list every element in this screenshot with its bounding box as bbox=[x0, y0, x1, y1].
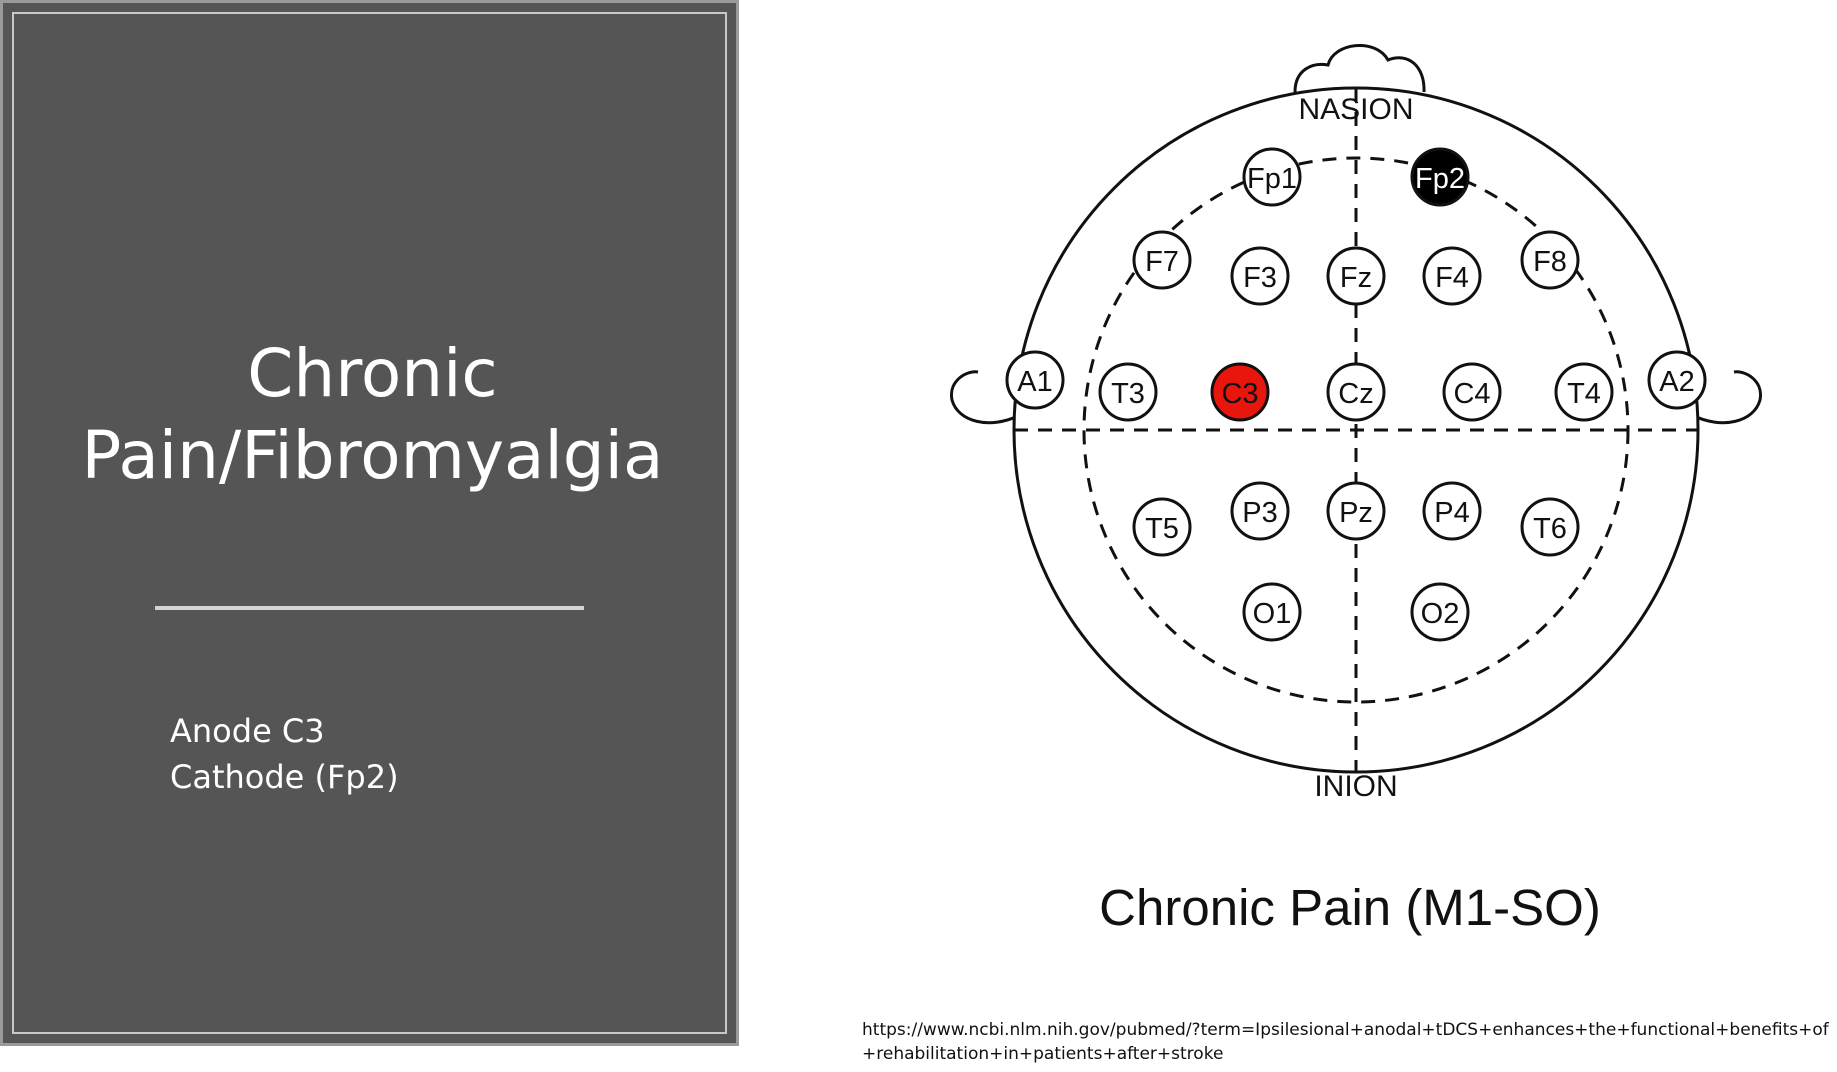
electrode-circle bbox=[1422, 246, 1482, 306]
title-divider bbox=[155, 606, 584, 610]
electrode-label: P4 bbox=[1434, 497, 1469, 529]
electrode-t6: T6 bbox=[1520, 497, 1580, 557]
panel-inner-border bbox=[12, 12, 727, 1034]
cathode-line: Cathode (Fp2) bbox=[170, 758, 399, 796]
electrode-circle bbox=[1410, 147, 1470, 207]
electrode-a1: A1 bbox=[1005, 350, 1065, 410]
electrode-f4: F4 bbox=[1422, 246, 1482, 306]
electrode-label: O1 bbox=[1253, 598, 1292, 630]
inion-label: INION bbox=[1314, 770, 1397, 803]
electrode-f3: F3 bbox=[1230, 246, 1290, 306]
electrode-circle bbox=[1242, 582, 1302, 642]
anode-line: Anode C3 bbox=[170, 712, 325, 750]
electrode-circle bbox=[1647, 350, 1707, 410]
electrode-label: A1 bbox=[1017, 366, 1052, 398]
electrode-label: C4 bbox=[1453, 378, 1490, 410]
electrode-circle bbox=[1230, 481, 1290, 541]
electrode-label: T3 bbox=[1111, 378, 1145, 410]
electrode-label: Cz bbox=[1338, 378, 1373, 410]
electrode-t4: T4 bbox=[1554, 362, 1614, 422]
electrode-circle bbox=[1410, 582, 1470, 642]
electrode-circle bbox=[1326, 246, 1386, 306]
electrode-label: Pz bbox=[1339, 497, 1373, 529]
electrode-fp2: Fp2 bbox=[1410, 147, 1470, 207]
electrode-label: T6 bbox=[1533, 513, 1567, 545]
electrode-circle bbox=[1230, 246, 1290, 306]
electrode-circle bbox=[1098, 362, 1158, 422]
electrode-f7: F7 bbox=[1132, 230, 1192, 290]
electrode-circle bbox=[1132, 230, 1192, 290]
electrode-circle bbox=[1132, 497, 1192, 557]
electrode-a2: A2 bbox=[1647, 350, 1707, 410]
electrode-fz: Fz bbox=[1326, 246, 1386, 306]
slide-title-line-1: Chronic bbox=[247, 335, 498, 412]
electrode-circle bbox=[1422, 481, 1482, 541]
electrode-circle bbox=[1005, 350, 1065, 410]
electrode-label: F7 bbox=[1145, 246, 1179, 278]
nose-outline bbox=[1293, 44, 1426, 93]
electrode-label: F4 bbox=[1435, 262, 1469, 294]
electrode-label: F3 bbox=[1243, 262, 1277, 294]
electrode-label: Fp1 bbox=[1247, 163, 1297, 195]
electrode-label: T4 bbox=[1567, 378, 1601, 410]
electrode-circle bbox=[1326, 362, 1386, 422]
diagram-caption: Chronic Pain (M1-SO) bbox=[1099, 879, 1601, 936]
electrode-label: C3 bbox=[1221, 378, 1258, 410]
electrode-label: O2 bbox=[1421, 598, 1460, 630]
source-link[interactable]: https://www.ncbi.nlm.nih.gov/pubmed/?ter… bbox=[862, 1020, 1829, 1064]
electrode-fp1: Fp1 bbox=[1242, 147, 1302, 207]
nasion-label: NASION bbox=[1298, 93, 1413, 126]
electrode-f8: F8 bbox=[1520, 230, 1580, 290]
electrode-pz: Pz bbox=[1326, 481, 1386, 541]
electrode-label: T5 bbox=[1145, 513, 1179, 545]
electrode-t5: T5 bbox=[1132, 497, 1192, 557]
electrode-p3: P3 bbox=[1230, 481, 1290, 541]
electrode-label: P3 bbox=[1242, 497, 1277, 529]
electrode-circle bbox=[1326, 481, 1386, 541]
left-ear-outline bbox=[950, 370, 1021, 425]
electrode-circle bbox=[1210, 362, 1270, 422]
electrode-o1: O1 bbox=[1242, 582, 1302, 642]
electrode-label: Fz bbox=[1340, 262, 1372, 294]
electrode-placement-text: Anode C3 Cathode (Fp2) bbox=[170, 708, 399, 800]
electrode-label: F8 bbox=[1533, 246, 1567, 278]
right-ear-outline bbox=[1691, 370, 1762, 425]
slide-title: Chronic Pain/Fibromyalgia bbox=[33, 333, 712, 497]
slide-title-line-2: Pain/Fibromyalgia bbox=[81, 417, 664, 494]
electrode-circle bbox=[1520, 497, 1580, 557]
electrode-t3: T3 bbox=[1098, 362, 1158, 422]
electrode-p4: P4 bbox=[1422, 481, 1482, 541]
electrode-c4: C4 bbox=[1442, 362, 1502, 422]
electrode-label: A2 bbox=[1659, 366, 1694, 398]
electrode-c3: C3 bbox=[1210, 362, 1270, 422]
electrode-circle bbox=[1520, 230, 1580, 290]
electrode-circle bbox=[1242, 147, 1302, 207]
electrode-circle bbox=[1554, 362, 1614, 422]
electrode-o2: O2 bbox=[1410, 582, 1470, 642]
electrode-label: Fp2 bbox=[1415, 163, 1465, 195]
title-panel: Chronic Pain/Fibromyalgia Anode C3 Catho… bbox=[0, 0, 739, 1046]
electrode-cz: Cz bbox=[1326, 362, 1386, 422]
electrode-circle bbox=[1442, 362, 1502, 422]
